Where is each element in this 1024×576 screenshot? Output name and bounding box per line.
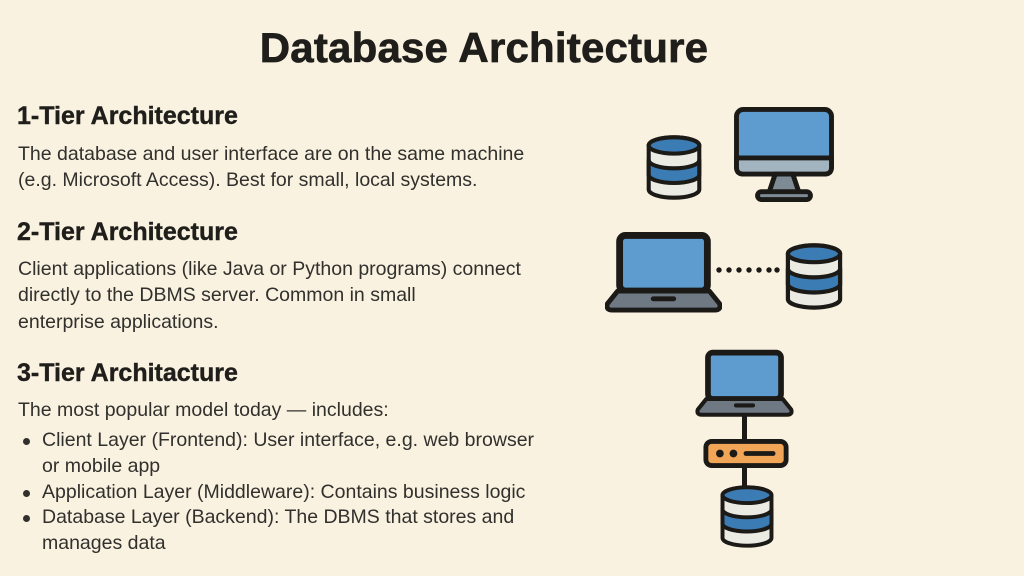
database-icon (720, 485, 774, 548)
desktop-monitor-icon (734, 106, 834, 202)
section-3-tier-heading: 3-Tier Architacture (17, 359, 238, 387)
laptop-screen (705, 349, 784, 402)
laptop-icon (695, 349, 794, 417)
middleware-server-icon (703, 439, 789, 468)
page-title: Database Architecture (259, 24, 709, 72)
connector-line (742, 463, 747, 490)
bullet-dot (23, 515, 30, 523)
server-led-dot (716, 449, 724, 458)
section-2-tier-heading: 2-Tier Architecture (17, 218, 238, 246)
section-1-tier-heading: 1-Tier Architecture (17, 102, 238, 130)
laptop-trackpad-slot (733, 403, 756, 408)
server-led-dot (729, 449, 738, 458)
bullet-dot (23, 438, 30, 445)
laptop-trackpad-slot (650, 296, 677, 302)
section-1-tier-body: The database and user interface are on t… (18, 143, 525, 192)
dotted-connector (716, 267, 780, 273)
section-3-tier-bullet-list: Client Layer (Frontend): User interface,… (23, 428, 613, 557)
connector-line (742, 410, 747, 444)
section-3-tier-intro: The most popular model today — includes: (18, 399, 389, 421)
bullet-dot (23, 489, 30, 497)
laptop-screen (616, 232, 711, 295)
bullet-client-layer: Client Layer (Frontend): User interface,… (23, 428, 613, 480)
monitor-base (755, 189, 813, 202)
section-2-tier-body: Client applications (like Java or Python… (18, 258, 521, 333)
monitor-chin (734, 155, 834, 177)
database-icon (646, 135, 702, 200)
bullet-database-layer: Database Layer (Backend): The DBMS that … (23, 505, 613, 557)
bullet-application-layer: Application Layer (Middleware): Contains… (23, 480, 613, 506)
laptop-icon (605, 232, 722, 313)
database-icon (785, 243, 843, 310)
